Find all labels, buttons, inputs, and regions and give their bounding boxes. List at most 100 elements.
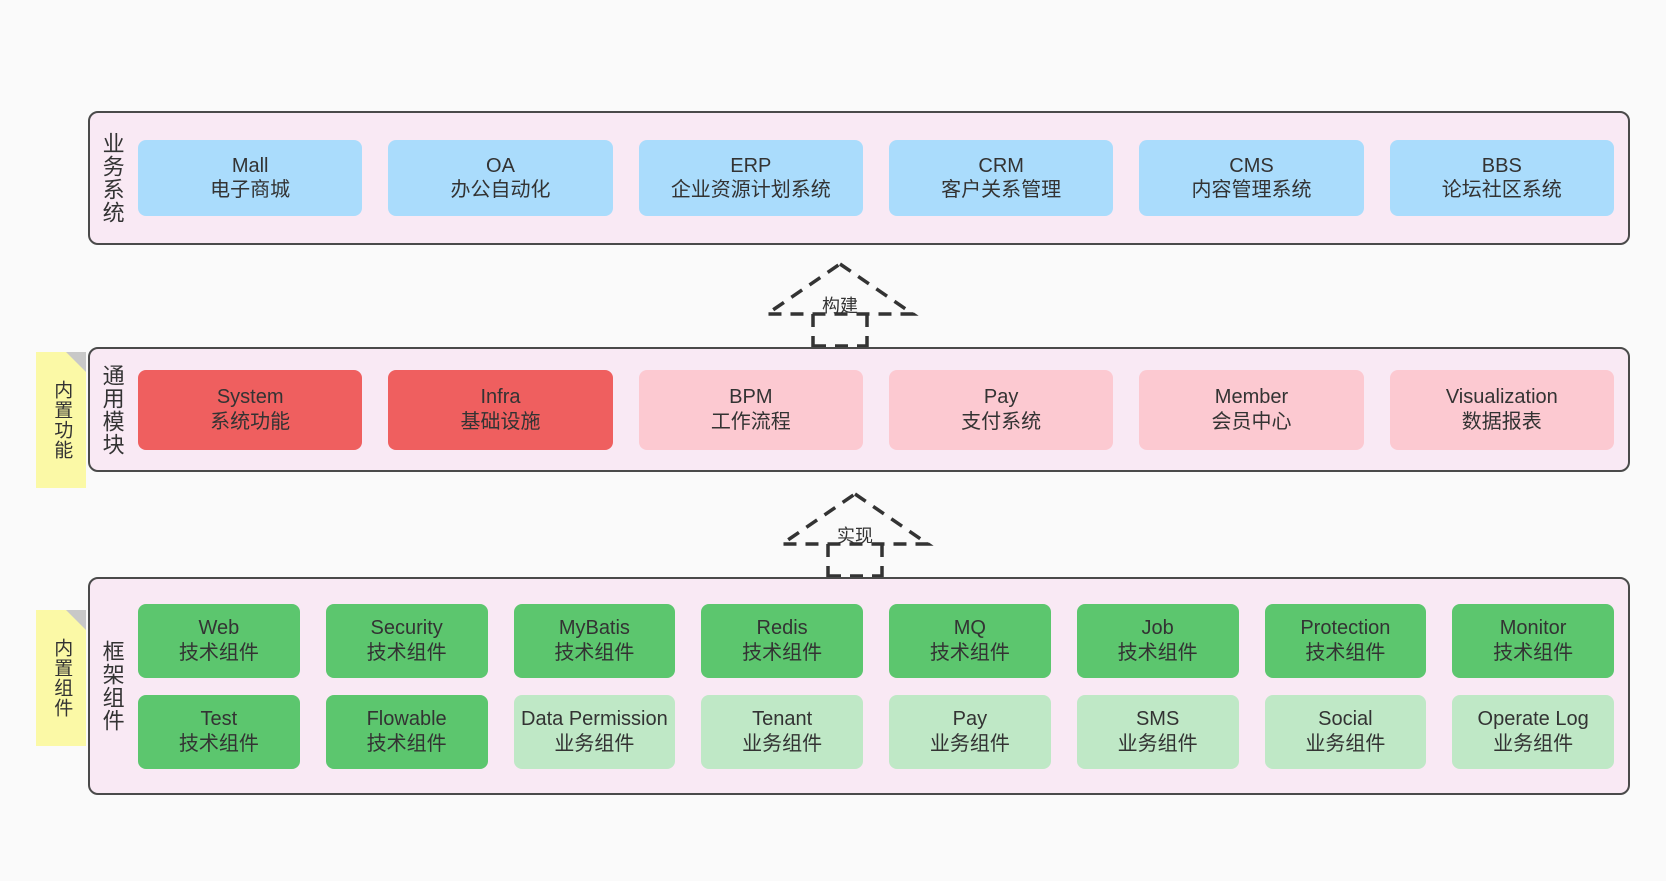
node-security[interactable]: Security 技术组件 <box>325 603 488 678</box>
node-infra[interactable]: Infra 基础设施 <box>388 369 613 450</box>
node-redis-name: Redis <box>756 617 808 640</box>
node-mybatis-name: MyBatis <box>558 617 630 640</box>
node-test[interactable]: Test 技术组件 <box>138 694 300 769</box>
node-flowable-sub: 技术组件 <box>366 732 447 755</box>
node-infra-sub: 基础设施 <box>460 410 541 433</box>
connector-implement-label: 实现 <box>837 526 873 546</box>
node-system[interactable]: System 系统功能 <box>138 369 363 450</box>
node-tenant[interactable]: Tenant 业务组件 <box>701 694 863 769</box>
node-pay-module-sub: 支付系统 <box>961 410 1042 433</box>
node-tenant-name: Tenant <box>752 708 813 731</box>
note-builtin-features: 内置功能 <box>36 352 86 488</box>
node-flowable-name: Flowable <box>366 708 447 731</box>
node-mybatis[interactable]: MyBatis 技术组件 <box>513 603 676 678</box>
layer-business-systems: 业务系统 Mall 电子商城 OA 办公自动化 ERP 企业资源计划系统 CRM… <box>88 111 1630 245</box>
layer-framework-components: 框架组件 Web 技术组件 Security 技术组件 MyBatis 技术组件… <box>88 577 1630 795</box>
note-fold-corner-icon <box>66 352 86 372</box>
layer-common-modules-title: 通用模块 <box>99 363 125 456</box>
layer-business-systems-row: Mall 电子商城 OA 办公自动化 ERP 企业资源计划系统 CRM 客户关系… <box>138 140 1614 216</box>
node-mybatis-sub: 技术组件 <box>554 641 635 664</box>
node-mall-sub: 电子商城 <box>210 179 291 201</box>
node-member-name: Member <box>1214 386 1289 409</box>
node-mq[interactable]: MQ 技术组件 <box>889 603 1051 678</box>
node-mall-name: Mall <box>231 154 269 177</box>
node-redis-sub: 技术组件 <box>742 641 823 664</box>
node-pay-component-sub: 业务组件 <box>929 732 1010 755</box>
node-erp-name: ERP <box>730 154 772 177</box>
connector-implement: 实现 <box>770 488 940 578</box>
node-infra-name: Infra <box>480 386 521 409</box>
node-monitor-name: Monitor <box>1499 617 1567 640</box>
node-security-name: Security <box>370 617 443 640</box>
node-oa-name: OA <box>486 154 515 177</box>
node-bbs-sub: 论坛社区系统 <box>1441 179 1562 201</box>
node-visualization[interactable]: Visualization 数据报表 <box>1389 369 1614 450</box>
node-tenant-sub: 业务组件 <box>742 732 823 755</box>
connector-build-arrow-icon <box>761 261 919 348</box>
layer-common-modules-row: System 系统功能 Infra 基础设施 BPM 工作流程 Pay 支付系统… <box>138 369 1614 450</box>
node-redis[interactable]: Redis 技术组件 <box>701 603 863 678</box>
note-builtin-components-label: 内置组件 <box>51 638 73 718</box>
node-bbs[interactable]: BBS 论坛社区系统 <box>1389 140 1614 216</box>
node-web[interactable]: Web 技术组件 <box>138 603 300 678</box>
node-sms-name: SMS <box>1135 708 1180 731</box>
node-cms-sub: 内容管理系统 <box>1191 179 1312 201</box>
node-mq-name: MQ <box>953 617 986 640</box>
node-mq-sub: 技术组件 <box>929 641 1010 664</box>
node-social[interactable]: Social 业务组件 <box>1264 694 1427 769</box>
node-system-sub: 系统功能 <box>210 410 291 433</box>
node-flowable[interactable]: Flowable 技术组件 <box>325 694 488 769</box>
node-system-name: System <box>216 386 284 409</box>
node-sms[interactable]: SMS 业务组件 <box>1076 694 1239 769</box>
layer-framework-components-row-tech: Web 技术组件 Security 技术组件 MyBatis 技术组件 Redi… <box>138 603 1614 678</box>
layer-business-systems-title: 业务系统 <box>99 132 125 224</box>
node-job[interactable]: Job 技术组件 <box>1076 603 1239 678</box>
layer-framework-components-row-biz: Test 技术组件 Flowable 技术组件 Data Permission … <box>138 694 1614 769</box>
node-pay-module[interactable]: Pay 支付系统 <box>888 369 1114 450</box>
node-job-sub: 技术组件 <box>1117 641 1198 664</box>
connector-build-label: 构建 <box>822 296 858 316</box>
node-visualization-sub: 数据报表 <box>1461 410 1542 433</box>
node-operate-log-sub: 业务组件 <box>1493 732 1574 755</box>
node-visualization-name: Visualization <box>1445 386 1558 409</box>
node-operate-log[interactable]: Operate Log 业务组件 <box>1452 694 1614 769</box>
node-test-sub: 技术组件 <box>178 732 259 755</box>
node-data-permission-sub: 业务组件 <box>554 732 635 755</box>
node-cms-name: CMS <box>1229 154 1274 177</box>
node-web-name: Web <box>198 617 240 640</box>
node-protection-sub: 技术组件 <box>1305 641 1386 664</box>
node-oa-sub: 办公自动化 <box>450 179 551 201</box>
node-crm[interactable]: CRM 客户关系管理 <box>888 140 1114 216</box>
layer-common-modules-body: System 系统功能 Infra 基础设施 BPM 工作流程 Pay 支付系统… <box>134 349 1628 470</box>
node-data-permission[interactable]: Data Permission 业务组件 <box>513 694 676 769</box>
node-bpm[interactable]: BPM 工作流程 <box>638 369 863 450</box>
node-oa[interactable]: OA 办公自动化 <box>388 140 613 216</box>
node-security-sub: 技术组件 <box>366 641 447 664</box>
node-bpm-sub: 工作流程 <box>710 410 791 433</box>
node-social-name: Social <box>1318 708 1373 731</box>
node-bpm-name: BPM <box>729 386 773 409</box>
node-pay-component-name: Pay <box>952 708 988 731</box>
node-test-name: Test <box>200 708 238 731</box>
node-social-sub: 业务组件 <box>1305 732 1386 755</box>
node-cms[interactable]: CMS 内容管理系统 <box>1139 140 1364 216</box>
connector-build: 构建 <box>755 258 925 348</box>
node-pay-component[interactable]: Pay 业务组件 <box>889 694 1051 769</box>
node-sms-sub: 业务组件 <box>1117 732 1198 755</box>
node-bbs-name: BBS <box>1481 154 1522 177</box>
node-web-sub: 技术组件 <box>178 641 259 664</box>
layer-framework-components-body: Web 技术组件 Security 技术组件 MyBatis 技术组件 Redi… <box>134 579 1628 793</box>
layer-common-modules: 通用模块 System 系统功能 Infra 基础设施 BPM 工作流程 Pay… <box>88 347 1630 472</box>
node-erp-sub: 企业资源计划系统 <box>670 179 831 201</box>
connector-implement-arrow-icon <box>776 491 934 578</box>
node-job-name: Job <box>1141 617 1174 640</box>
node-member[interactable]: Member 会员中心 <box>1139 369 1364 450</box>
node-crm-sub: 客户关系管理 <box>941 179 1062 201</box>
node-erp[interactable]: ERP 企业资源计划系统 <box>638 140 863 216</box>
node-protection[interactable]: Protection 技术组件 <box>1264 603 1427 678</box>
note-builtin-components: 内置组件 <box>36 610 86 746</box>
note-builtin-features-label: 内置功能 <box>51 380 73 460</box>
node-monitor[interactable]: Monitor 技术组件 <box>1452 603 1614 678</box>
node-mall[interactable]: Mall 电子商城 <box>138 140 363 216</box>
